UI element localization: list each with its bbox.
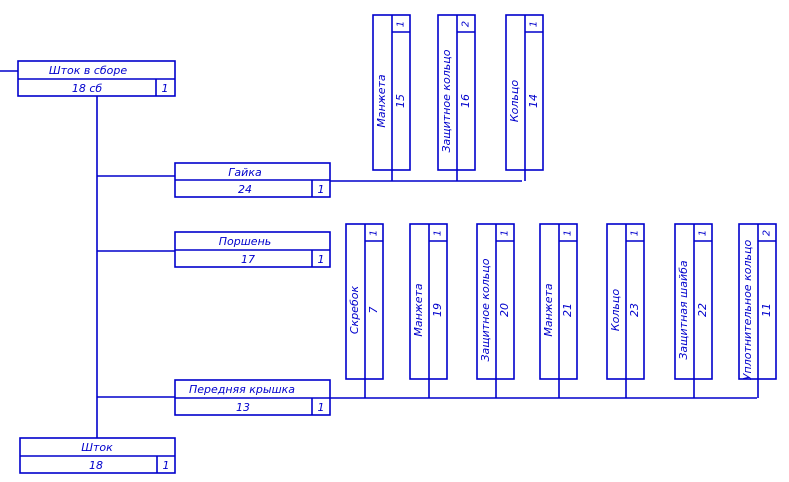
node-gaika-qty: 1 <box>318 183 325 196</box>
part-code: 7 <box>367 307 380 314</box>
part-qty: 1 <box>369 230 380 236</box>
part-qty: 1 <box>433 230 444 236</box>
node-porshen-qty: 1 <box>318 253 325 266</box>
part-code: 20 <box>498 303 511 317</box>
part-qty: 2 <box>762 230 773 236</box>
node-shtok: Шток 18 1 <box>19 437 176 474</box>
connector-lines <box>0 70 757 438</box>
part-qty: 1 <box>630 230 641 236</box>
kryshka-part-6: Защитная шайба 22 1 <box>674 223 713 398</box>
part-name: Защитная шайба <box>677 260 690 359</box>
part-qty: 1 <box>500 230 511 236</box>
part-qty: 2 <box>461 21 472 27</box>
part-qty: 1 <box>529 21 540 27</box>
part-name: Кольцо <box>609 289 622 332</box>
kryshka-part-7: Уплотнительное кольцо 11 2 <box>738 223 777 398</box>
node-shtok-name: Шток <box>81 441 113 454</box>
part-name: Манжета <box>542 283 555 337</box>
kryshka-part-4: Манжета 21 1 <box>539 223 578 398</box>
part-name: Уплотнительное кольцо <box>741 240 754 381</box>
part-code: 19 <box>431 303 444 317</box>
part-code: 22 <box>696 303 709 317</box>
part-qty: 1 <box>563 230 574 236</box>
node-shtok-qty: 1 <box>163 459 170 472</box>
part-name: Скребок <box>348 286 361 335</box>
kryshka-part-1: Скребок 7 1 <box>345 223 384 398</box>
assembly-name: Шток в сборе <box>49 64 128 77</box>
assembly-qty: 1 <box>162 82 169 95</box>
part-name: Манжета <box>375 74 388 128</box>
part-code: 14 <box>527 94 540 108</box>
gaika-part-2: Защитное кольцо 16 2 <box>437 14 476 181</box>
part-name: Манжета <box>412 283 425 337</box>
node-kryshka: Передняя крышка 13 1 <box>174 379 331 416</box>
node-gaika-code: 24 <box>238 183 252 196</box>
part-qty: 1 <box>698 230 709 236</box>
kryshka-part-5: Кольцо 23 1 <box>606 223 645 398</box>
part-code: 21 <box>561 303 574 317</box>
node-porshen: Поршень 17 1 <box>174 231 331 268</box>
node-kryshka-qty: 1 <box>318 401 325 414</box>
kryshka-part-3: Защитное кольцо 20 1 <box>476 223 515 398</box>
part-code: 16 <box>459 94 472 108</box>
part-name: Кольцо <box>508 80 521 123</box>
assembly-code: 18 сб <box>72 82 103 95</box>
assembly-box: Шток в сборе 18 сб 1 <box>17 60 176 97</box>
part-qty: 1 <box>396 21 407 27</box>
node-porshen-name: Поршень <box>219 235 272 248</box>
node-gaika: Гайка 24 1 <box>174 162 331 198</box>
part-name: Защитное кольцо <box>479 258 492 361</box>
node-gaika-name: Гайка <box>228 166 262 179</box>
node-kryshka-name: Передняя крышка <box>189 383 295 396</box>
gaika-part-1: Манжета 15 1 <box>372 14 411 181</box>
part-code: 23 <box>628 303 641 317</box>
part-code: 15 <box>394 94 407 108</box>
node-kryshka-code: 13 <box>236 401 250 414</box>
part-name: Защитное кольцо <box>440 49 453 152</box>
gaika-part-3: Кольцо 14 1 <box>505 14 544 181</box>
part-code: 11 <box>760 303 773 317</box>
kryshka-part-2: Манжета 19 1 <box>409 223 448 398</box>
node-shtok-code: 18 <box>89 459 103 472</box>
node-porshen-code: 17 <box>241 253 255 266</box>
